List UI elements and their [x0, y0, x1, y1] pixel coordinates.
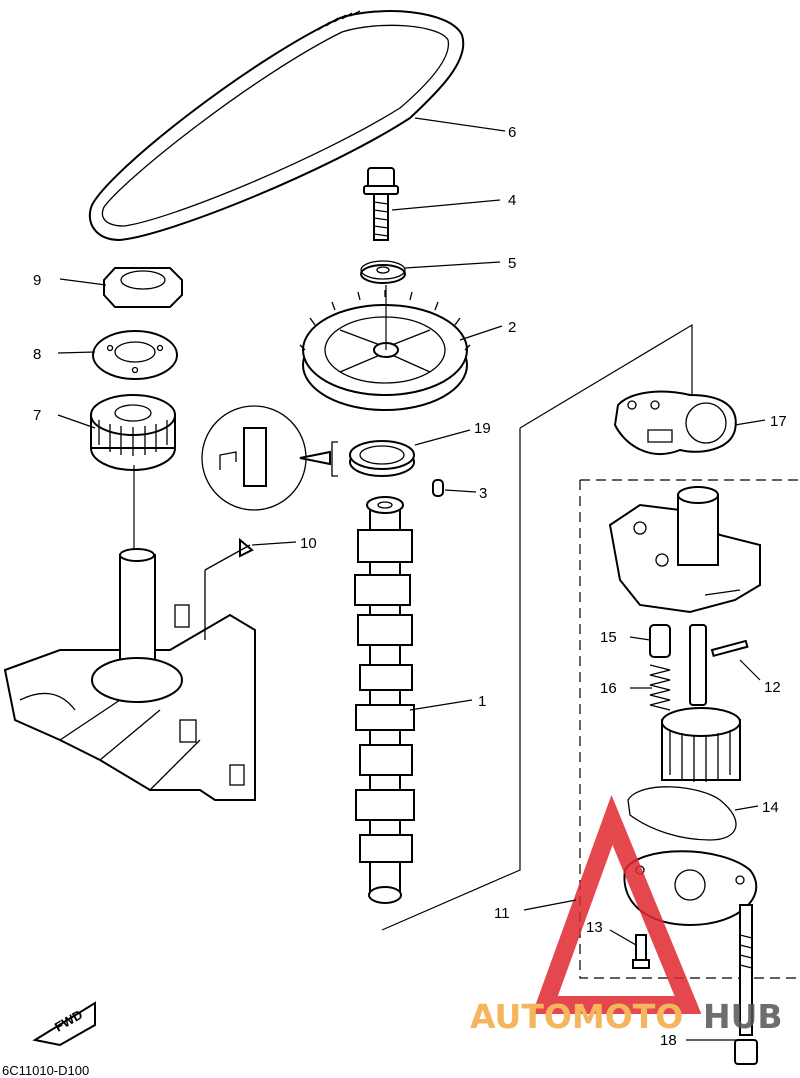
label-part-2: 2	[508, 319, 516, 336]
dowel-pin-3[interactable]	[432, 479, 444, 497]
label-part-18: 18	[660, 1032, 677, 1049]
gasket-17[interactable]	[613, 390, 737, 455]
label-part-5: 5	[508, 255, 516, 272]
pump-rotor[interactable]	[661, 707, 741, 782]
fwd-arrow-icon: FWD	[32, 1001, 96, 1047]
diagram-code: 6C11010-D100	[2, 1063, 89, 1078]
label-part-4: 4	[508, 192, 516, 209]
label-part-3: 3	[479, 485, 487, 502]
part-labels: 6 4 5 2 19 3 1 9 8 7 10 17 15 16 12 14 1…	[33, 124, 787, 1049]
nut-9[interactable]	[103, 267, 183, 308]
pump-cover[interactable]	[623, 850, 758, 927]
detail-callout	[201, 405, 338, 511]
screw-13[interactable]	[632, 934, 650, 969]
label-part-15: 15	[600, 629, 617, 646]
camshaft-pulley[interactable]	[299, 290, 471, 411]
label-part-16: 16	[600, 680, 617, 697]
leader-lines	[57, 117, 766, 1041]
label-part-19: 19	[474, 420, 491, 437]
bolt-4[interactable]	[363, 167, 399, 241]
woodruff-key-10[interactable]	[239, 537, 254, 558]
drive-pulley-7[interactable]	[90, 394, 176, 471]
plate-washer-8[interactable]	[92, 330, 178, 380]
spring-16[interactable]	[649, 664, 671, 711]
camshaft[interactable]	[354, 496, 415, 904]
assembly-bracket	[381, 323, 800, 979]
crankcase	[3, 544, 256, 801]
timing-belt[interactable]	[88, 10, 465, 242]
label-part-17: 17	[770, 413, 787, 430]
label-part-10: 10	[300, 535, 317, 552]
label-part-6: 6	[508, 124, 516, 141]
bolt-18[interactable]	[734, 904, 758, 1065]
label-part-13: 13	[586, 919, 603, 936]
o-ring-14[interactable]	[627, 786, 737, 841]
oil-seal-19[interactable]	[349, 440, 415, 477]
washer-5[interactable]	[360, 260, 406, 284]
oil-pump-housing[interactable]	[608, 486, 761, 614]
collar-15[interactable]	[649, 624, 671, 658]
label-part-7: 7	[33, 407, 41, 424]
label-part-12: 12	[764, 679, 781, 696]
label-part-1: 1	[478, 693, 486, 710]
label-part-14: 14	[762, 799, 779, 816]
label-part-11: 11	[494, 905, 510, 922]
label-part-8: 8	[33, 346, 41, 363]
pump-shaft-12[interactable]	[689, 624, 749, 706]
automotohub-watermark: AUTOMOTO HUB	[470, 795, 783, 1036]
watermark-brand-a: AUTOMOTO	[470, 997, 683, 1036]
watermark-brand-b: HUB	[703, 997, 783, 1036]
label-part-9: 9	[33, 272, 41, 289]
